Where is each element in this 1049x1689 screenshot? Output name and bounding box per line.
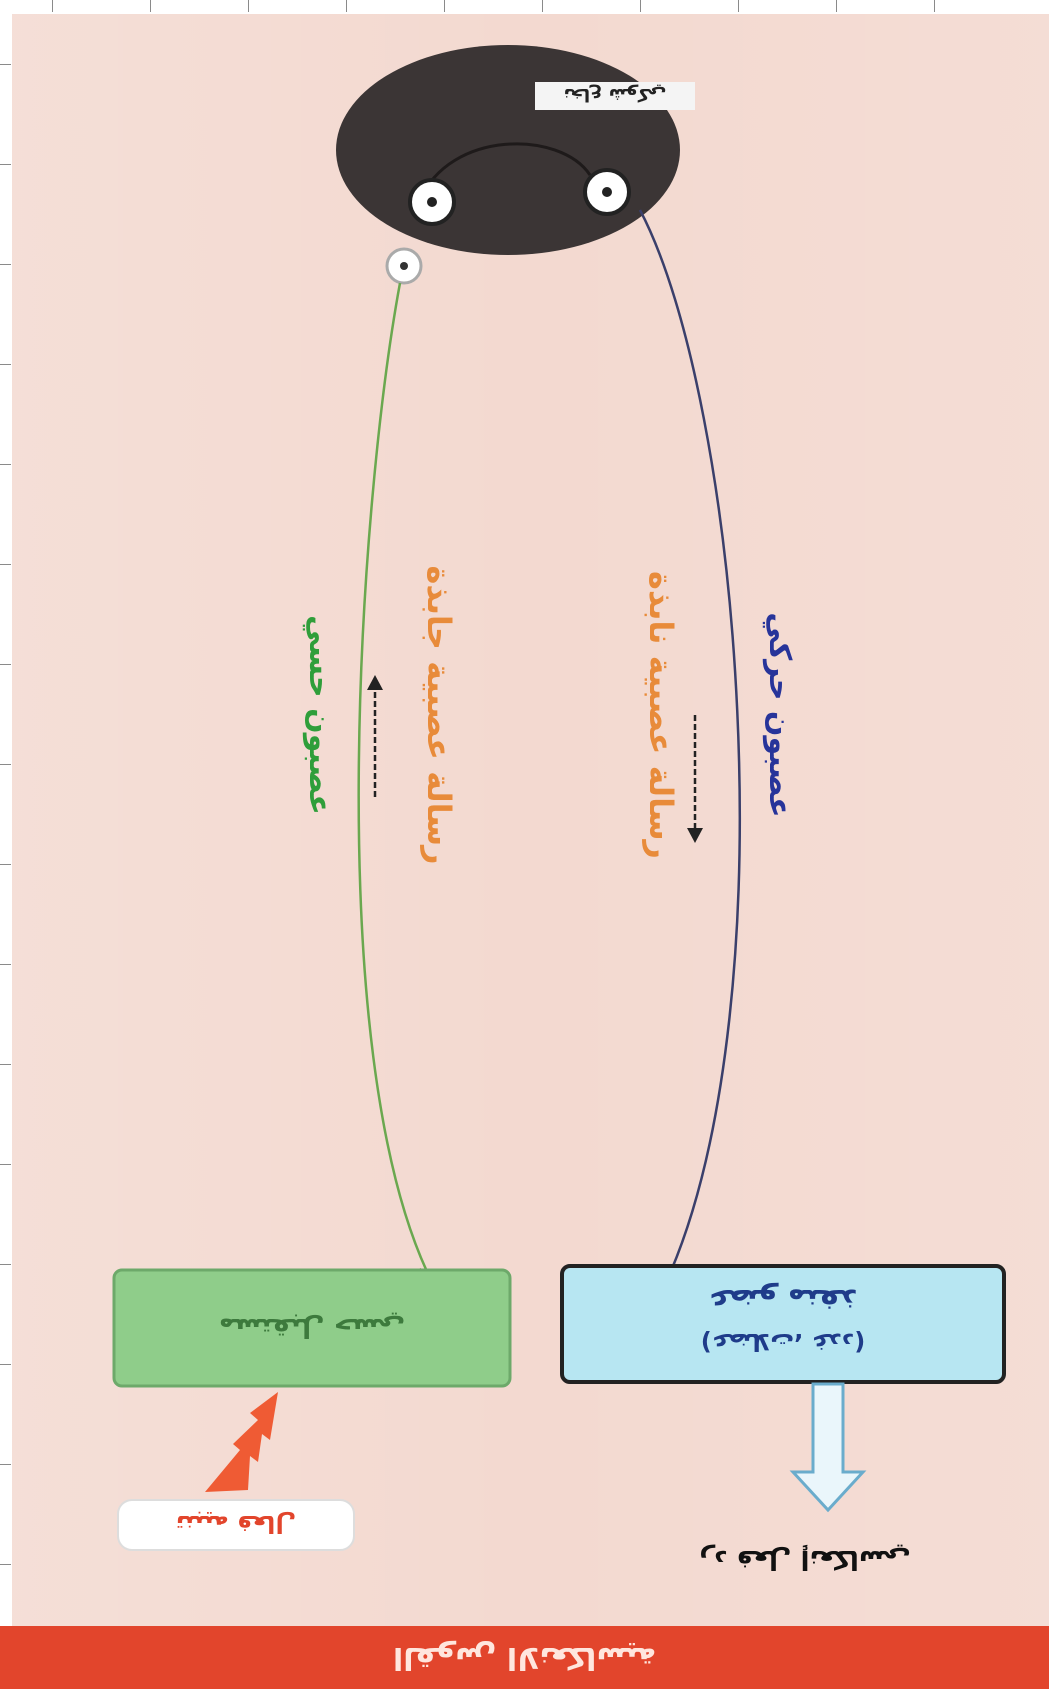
afferent-direction-arrow xyxy=(367,675,383,800)
efferent-direction-arrow xyxy=(687,715,703,843)
effector-box xyxy=(560,1264,1006,1384)
receptor-label: مستقبل حسي xyxy=(219,1312,405,1342)
ganglion-dot xyxy=(400,262,408,270)
response-arrow xyxy=(789,1382,867,1513)
sensory-synapse-dot xyxy=(427,197,437,207)
center-label-plate xyxy=(535,82,695,110)
effector-subtitle: (عضلات، غدد) xyxy=(701,1328,865,1356)
receptor-box xyxy=(112,1268,512,1388)
footer-title: القوس الانعكاسية xyxy=(392,1640,657,1675)
footer-title-bar: القوس الانعكاسية xyxy=(0,1626,1049,1689)
motor-synapse-dot xyxy=(602,187,612,197)
stimulus-label: تنبيه فعال xyxy=(176,1510,296,1538)
efferent-message-label: رسالة عصبية نابذة xyxy=(642,571,680,859)
sensory-neuron-label: عصبون حسي xyxy=(302,615,337,815)
left-ruler xyxy=(0,14,12,1689)
motor-neuron-fiber xyxy=(638,209,741,1279)
spinal-cord xyxy=(336,45,680,255)
stimulus-arrow xyxy=(205,1392,278,1492)
response-label: رد فعل إنعكاسي xyxy=(699,1544,910,1574)
center-label: نخاع شوكي xyxy=(564,84,667,105)
sensory-neuron-fiber xyxy=(357,282,432,1279)
effector-title: عضو منفذ xyxy=(708,1282,857,1317)
afferent-message-label: رسالة عصبية جابذة xyxy=(420,566,458,865)
motor-neuron-label: عصبون حركي xyxy=(762,612,797,817)
interneuron-path xyxy=(418,142,592,201)
stimulus-badge xyxy=(117,1499,355,1551)
